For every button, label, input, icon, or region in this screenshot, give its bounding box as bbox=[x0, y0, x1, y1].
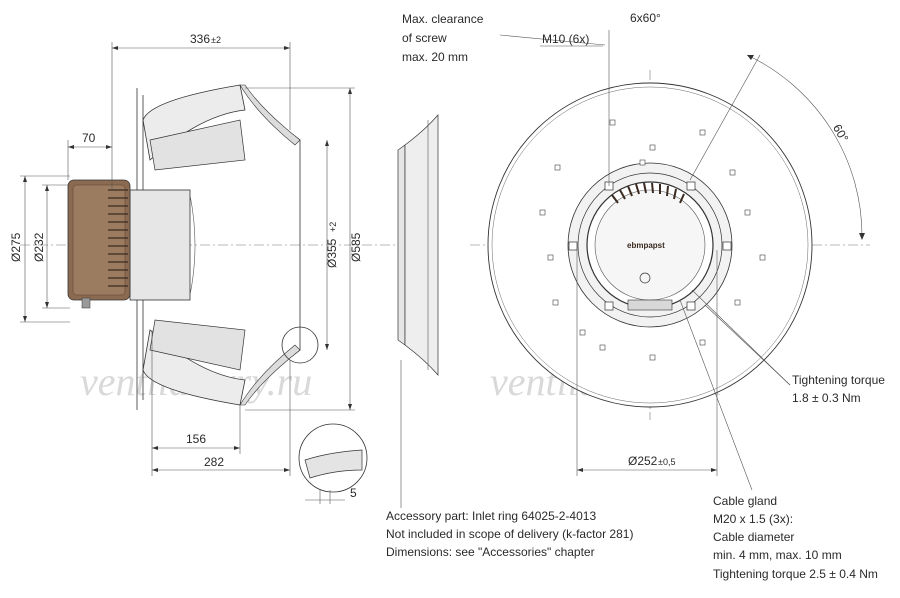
note-torque-line-2: 1.8 ± 0.3 Nm bbox=[792, 391, 861, 405]
note-torque: Tightening torque 1.8 ± 0.3 Nm bbox=[792, 373, 885, 405]
note-clearance-line-2: of screw bbox=[402, 31, 447, 45]
dim-dia-585: Ø585 bbox=[349, 232, 363, 262]
dim-bolt-pattern: 6x60° bbox=[630, 11, 661, 25]
inlet-ring-view bbox=[397, 114, 439, 508]
note-accessory: Accessory part: Inlet ring 64025-2-4013 … bbox=[386, 509, 633, 559]
dim-length-156: 156 bbox=[186, 432, 206, 446]
note-clearance-line-3: max. 20 mm bbox=[402, 50, 468, 64]
note-accessory-line-2: Not included in scope of delivery (k-fac… bbox=[386, 527, 633, 541]
dim-pcd: Ø252 bbox=[628, 454, 658, 468]
dim-detail-5: 5 bbox=[350, 486, 357, 500]
dim-motor-offset: 70 bbox=[82, 131, 96, 145]
brand-label: ebmpapst bbox=[627, 241, 665, 250]
dim-dia-355: Ø355 bbox=[325, 238, 339, 268]
side-view: 336 ±2 70 Ø275 Ø232 Ø355 +2 Ø585 bbox=[9, 32, 400, 504]
note-cable-gland: Cable gland M20 x 1.5 (3x): Cable diamet… bbox=[713, 494, 878, 581]
front-view: ebmpapst 60° 6x60° M10 (6x) bbox=[470, 11, 870, 491]
dim-overall-length: 336 bbox=[190, 32, 210, 46]
note-accessory-line-3: Dimensions: see "Accessories" chapter bbox=[386, 545, 595, 559]
note-cable-gland-line-3: Cable diameter bbox=[713, 530, 794, 544]
note-clearance-line-1: Max. clearance bbox=[402, 12, 484, 26]
dim-length-282: 282 bbox=[204, 455, 224, 469]
dim-overall-length-tol: ±2 bbox=[211, 35, 221, 45]
note-cable-gland-line-4: min. 4 mm, max. 10 mm bbox=[713, 548, 842, 562]
note-cable-gland-line-2: M20 x 1.5 (3x): bbox=[713, 512, 793, 526]
dim-pcd-tol: ±0,5 bbox=[658, 457, 675, 467]
dim-screw: M10 (6x) bbox=[542, 32, 589, 46]
dim-angle: 60° bbox=[830, 122, 851, 145]
dim-dia-275: Ø275 bbox=[9, 232, 23, 262]
note-clearance: Max. clearance of screw max. 20 mm bbox=[402, 12, 484, 64]
note-cable-gland-line-5: Tightening torque 2.5 ± 0.4 Nm bbox=[713, 567, 878, 581]
note-torque-line-1: Tightening torque bbox=[792, 373, 885, 387]
dim-dia-232: Ø232 bbox=[32, 232, 46, 262]
note-accessory-line-1: Accessory part: Inlet ring 64025-2-4013 bbox=[386, 509, 596, 523]
dim-dia-355-tol: +2 bbox=[328, 222, 338, 232]
note-cable-gland-line-1: Cable gland bbox=[713, 494, 777, 508]
